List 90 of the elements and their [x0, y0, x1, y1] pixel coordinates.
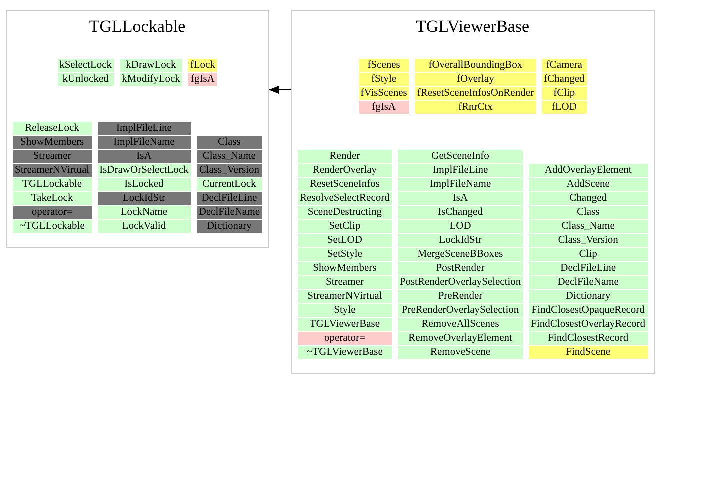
member-label: FindScene	[529, 346, 648, 359]
member-label: operator=	[298, 332, 392, 345]
member-label: kDrawLock	[120, 59, 182, 72]
member-label: PostRenderOverlaySelection	[398, 276, 524, 289]
member-label: ImplFileName	[398, 178, 524, 191]
member-label: fLOD	[542, 101, 587, 114]
member-label: SetStyle	[298, 248, 392, 261]
class-box	[291, 10, 654, 374]
member-label: IsA	[398, 192, 524, 205]
member-label: Changed	[529, 192, 648, 205]
member-label: DeclFileLine	[529, 262, 648, 275]
member-label: AddOverlayElement	[529, 164, 648, 177]
inheritance-arrow	[268, 86, 292, 94]
member-label: FindClosestOverlayRecord	[529, 318, 648, 331]
member-label: fgIsA	[358, 101, 410, 114]
member-label: TGLViewerBase	[298, 318, 392, 331]
member-label: IsDrawOrSelectLock	[98, 164, 191, 177]
member-label: LockIdStr	[98, 192, 191, 205]
member-label: Class_Version	[196, 164, 262, 177]
member-label: ImplFileLine	[398, 164, 524, 177]
member-label: SetClip	[298, 220, 392, 233]
member-label: fClip	[542, 87, 587, 100]
member-label: StreamerNVirtual	[298, 290, 392, 303]
member-label: FindClosestRecord	[529, 332, 648, 345]
member-label: ~TGLLockable	[13, 220, 92, 233]
member-label: Class_Name	[196, 150, 262, 163]
member-label: Class	[196, 136, 262, 149]
member-label: fOverlay	[415, 73, 536, 86]
member-label: GetSceneInfo	[398, 150, 524, 163]
member-label: Dictionary	[529, 290, 648, 303]
class-box	[6, 10, 270, 248]
member-label: TakeLock	[13, 192, 92, 205]
member-label: Streamer	[13, 150, 92, 163]
member-label: fVisScenes	[358, 87, 410, 100]
member-label: AddScene	[529, 178, 648, 191]
class-title: TGLLockable	[89, 17, 186, 37]
member-label: RemoveOverlayElement	[398, 332, 524, 345]
member-label: ImplFileName	[98, 136, 191, 149]
member-label: LOD	[398, 220, 524, 233]
class-title: TGLViewerBase	[416, 17, 530, 37]
member-label: ResolveSelectRecord	[298, 192, 392, 205]
member-label: fResetSceneInfosOnRender	[415, 87, 536, 100]
member-label: Class_Name	[529, 220, 648, 233]
member-label: Render	[298, 150, 392, 163]
member-label: fCamera	[542, 59, 587, 72]
member-label: LockIdStr	[398, 234, 524, 247]
member-label: ShowMembers	[13, 136, 92, 149]
member-label: fScenes	[358, 59, 410, 72]
member-label: IsA	[98, 150, 191, 163]
member-label: PreRenderOverlaySelection	[398, 304, 524, 317]
member-label: operator=	[13, 206, 92, 219]
member-label: DeclFileName	[529, 276, 648, 289]
member-label: PostRender	[398, 262, 524, 275]
member-label: PreRender	[398, 290, 524, 303]
member-label: FindClosestOpaqueRecord	[529, 304, 648, 317]
member-label: ImplFileLine	[98, 122, 191, 135]
member-label: fStyle	[358, 73, 410, 86]
member-label: fgIsA	[188, 73, 218, 86]
member-label: Class_Version	[529, 234, 648, 247]
member-label: DeclFileName	[196, 206, 262, 219]
member-label: SceneDestructing	[298, 206, 392, 219]
member-label: ShowMembers	[298, 262, 392, 275]
member-label: ReleaseLock	[13, 122, 92, 135]
member-label: RemoveScene	[398, 346, 524, 359]
member-label: kModifyLock	[120, 73, 182, 86]
member-label: MergeSceneBBoxes	[398, 248, 524, 261]
member-label: kSelectLock	[58, 59, 114, 72]
member-label: IsChanged	[398, 206, 524, 219]
member-label: fRnrCtx	[415, 101, 536, 114]
member-label: CurrentLock	[196, 178, 262, 191]
member-label: fLock	[188, 59, 218, 72]
member-label: LockName	[98, 206, 191, 219]
member-label: kUnlocked	[58, 73, 114, 86]
member-label: ~TGLViewerBase	[298, 346, 392, 359]
member-label: Class	[529, 206, 648, 219]
member-label: RenderOverlay	[298, 164, 392, 177]
member-label: fChanged	[542, 73, 587, 86]
member-label: TGLLockable	[13, 178, 92, 191]
member-label: Streamer	[298, 276, 392, 289]
member-label: RemoveAllScenes	[398, 318, 524, 331]
member-label: IsLocked	[98, 178, 191, 191]
member-label: Clip	[529, 248, 648, 261]
member-label: ResetSceneInfos	[298, 178, 392, 191]
member-label: LockValid	[98, 220, 191, 233]
member-label: fOverallBoundingBox	[415, 59, 536, 72]
member-label: StreamerNVirtual	[13, 164, 92, 177]
member-label: Dictionary	[196, 220, 262, 233]
member-label: SetLOD	[298, 234, 392, 247]
member-label: DeclFileLine	[196, 192, 262, 205]
member-label: Style	[298, 304, 392, 317]
